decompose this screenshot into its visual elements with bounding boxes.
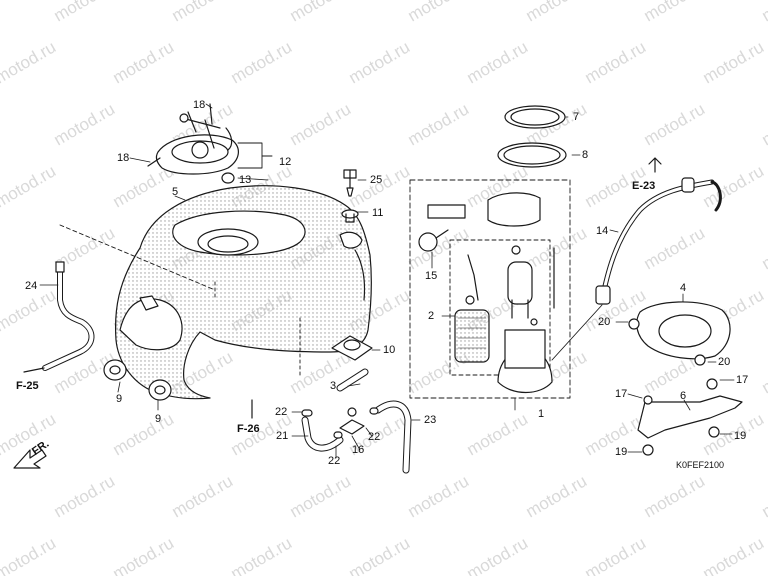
callout-8: 8 xyxy=(582,149,589,161)
callout-21: 21 xyxy=(276,430,289,442)
callout-4: 4 xyxy=(680,282,687,294)
fuel-tank xyxy=(59,185,372,400)
callout-20-right: 20 xyxy=(718,356,731,368)
callout-25: 25 xyxy=(370,174,383,186)
callout-22-right: 22 xyxy=(368,431,381,443)
drain-hoses xyxy=(301,368,412,474)
watermark-text: motod.ru xyxy=(759,0,768,25)
callout-5: 5 xyxy=(172,186,179,198)
filler-cap-assembly xyxy=(147,103,273,184)
fuel-feed-hose xyxy=(551,177,722,361)
callout-22-bottom: 22 xyxy=(328,455,341,467)
pump-seal-rings xyxy=(497,105,567,168)
tank-cushions xyxy=(103,359,172,401)
callout-11: 11 xyxy=(372,207,384,219)
callout-3: 3 xyxy=(330,380,337,392)
callout-6: 6 xyxy=(680,390,687,402)
front-arrow-icon xyxy=(13,449,47,469)
callout-20-left: 20 xyxy=(598,316,611,328)
callout-7: 7 xyxy=(573,111,580,123)
callout-9-right: 9 xyxy=(155,413,162,425)
leader-lines xyxy=(39,103,735,459)
callout-17-left: 17 xyxy=(615,388,628,400)
mount-hardware xyxy=(331,169,373,361)
callout-9-left: 9 xyxy=(116,393,123,405)
callout-22-top: 22 xyxy=(275,406,288,418)
pump-set-plate xyxy=(628,301,731,366)
ref-f25[interactable]: F-25 xyxy=(16,380,39,392)
callout-18-left: 18 xyxy=(117,152,130,164)
ref-e23[interactable]: E-23 xyxy=(632,180,656,192)
f25-arrow-icon xyxy=(23,367,45,373)
diagram-code: K0FEF2100 xyxy=(676,460,725,470)
fuel-pump-unit xyxy=(409,179,571,399)
breather-tube xyxy=(42,261,95,371)
callout-23: 23 xyxy=(424,414,437,426)
callout-16: 16 xyxy=(352,444,365,456)
fuel-tank-bracket xyxy=(637,378,743,456)
e23-arrow-icon xyxy=(648,157,662,173)
callout-2: 2 xyxy=(428,310,435,322)
ref-f26[interactable]: F-26 xyxy=(237,423,260,435)
callout-18-top: 18 xyxy=(193,99,206,111)
callout-10: 10 xyxy=(383,344,396,356)
callout-12: 12 xyxy=(279,156,292,168)
callout-19-right: 19 xyxy=(734,430,747,442)
callout-1: 1 xyxy=(538,408,545,420)
callout-17-right: 17 xyxy=(736,374,749,386)
callout-15: 15 xyxy=(425,270,438,282)
callout-14: 14 xyxy=(596,225,609,237)
callout-19-left: 19 xyxy=(615,446,628,458)
callout-24: 24 xyxy=(25,280,38,292)
callout-13: 13 xyxy=(239,174,252,186)
